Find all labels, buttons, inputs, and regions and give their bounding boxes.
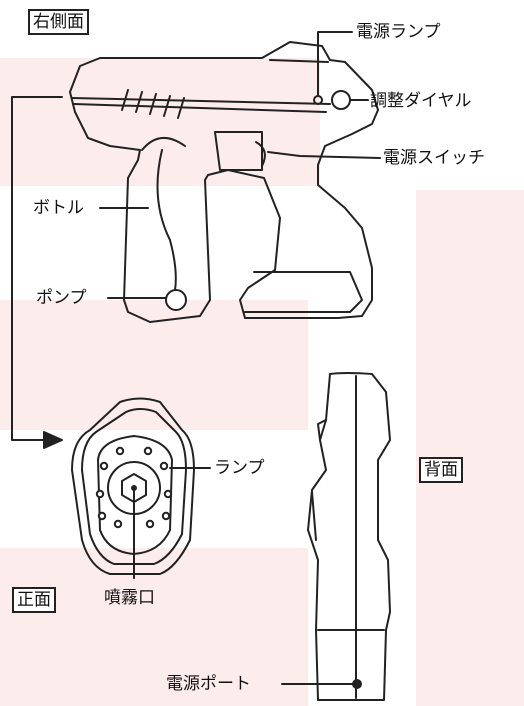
label-nozzle: 噴霧口 [104, 588, 155, 608]
connector-line [11, 96, 63, 441]
view-title-right-side: 右側面 [28, 9, 89, 35]
label-bottle: ボトル [33, 198, 84, 218]
bg-panel-right [416, 190, 524, 706]
label-adjust-dial: 調整ダイヤル [370, 91, 472, 111]
leader-power-lamp [317, 31, 353, 97]
gun-side-view [69, 41, 379, 323]
connector-arrowhead [43, 431, 63, 449]
label-power-port: 電源ポート [166, 674, 251, 694]
label-power-lamp: 電源ランプ [356, 22, 441, 42]
front-view [71, 397, 195, 575]
view-title-back: 背面 [419, 457, 463, 483]
leader-power-switch [267, 151, 381, 159]
label-power-switch: 電源スイッチ [383, 148, 485, 168]
back-view [307, 372, 391, 701]
label-lamp: ランプ [214, 458, 265, 478]
view-title-front: 正面 [12, 587, 56, 613]
label-pump: ポンプ [36, 288, 87, 308]
